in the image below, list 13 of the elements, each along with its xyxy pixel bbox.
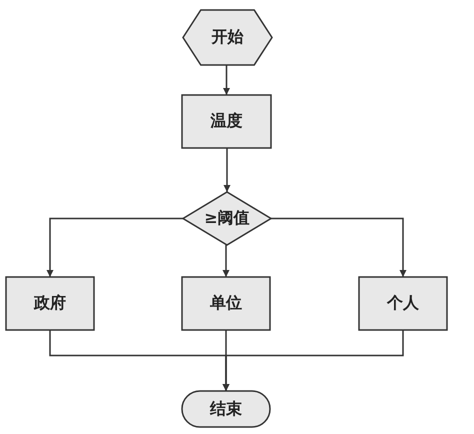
arrow [222,330,404,391]
start-hexagon: 开始 [183,10,272,65]
arrow [271,218,406,277]
process-box: 政府 [6,277,94,330]
end-terminal: 结束 [182,391,270,427]
arrow [223,65,230,95]
arrow [222,245,230,277]
arrow [46,218,183,277]
process-box: 温度 [182,95,271,148]
decision-diamond: ≥阈值 [183,192,271,245]
process-box: 个人 [359,277,447,330]
arrow [224,148,230,192]
process-box: 单位 [182,277,270,330]
